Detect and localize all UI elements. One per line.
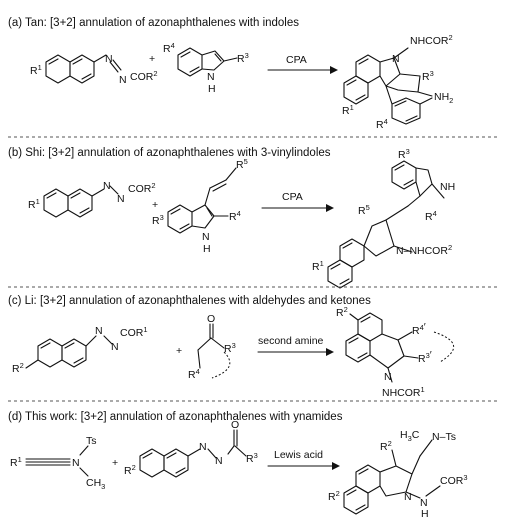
r5-label: R5 <box>358 203 370 217</box>
panel-d-ynamide <box>25 445 89 477</box>
nh-label: N <box>207 71 215 83</box>
h-label: H <box>208 83 216 95</box>
r3-label: R3 <box>224 341 236 355</box>
n-atom: N <box>199 441 207 453</box>
panel-d-title: (d) This work: [3+2] annulation of azona… <box>8 411 343 423</box>
r3-label: R3 <box>398 147 410 161</box>
o-label: O <box>207 313 215 325</box>
r3-label: R3 <box>422 69 434 83</box>
panel-a-product <box>343 47 433 125</box>
r4-label: R4 <box>163 41 175 55</box>
h-label: H <box>203 243 211 255</box>
n-ts-label: N–Ts <box>432 431 456 443</box>
n-atom: N <box>404 491 412 503</box>
ch3-label: CH3 <box>86 477 105 491</box>
n-atom: N <box>384 371 392 383</box>
panel-c-product <box>345 312 454 383</box>
plus-sign: + <box>112 457 118 469</box>
panel-a-title: (a) Tan: [3+2] annulation of azonaphthal… <box>8 17 299 29</box>
cor2-label: COR2 <box>128 181 156 195</box>
n-atom: N <box>119 74 127 86</box>
r1-label: R1 <box>10 455 22 469</box>
plus-sign: + <box>149 53 155 65</box>
r3-label: R3 <box>237 51 249 65</box>
r4-label: R4 <box>425 209 437 223</box>
n-atom: N <box>117 193 125 205</box>
panel-d-product <box>343 439 441 515</box>
panel-c-carbonyl <box>197 323 231 379</box>
arrowhead <box>330 66 338 74</box>
cor3-label: COR3 <box>440 473 468 487</box>
cor1-label: COR1 <box>120 325 148 339</box>
r2-label: R2 <box>328 489 340 503</box>
panel-c-reagent: second amine <box>258 335 324 347</box>
panel-a-azonaphthalene <box>45 54 122 84</box>
o-label: O <box>231 419 239 431</box>
arrowhead <box>326 348 334 356</box>
plus-sign: + <box>176 345 182 357</box>
r5-label: R5 <box>236 157 248 171</box>
panel-d-azonaphthalene <box>139 429 247 478</box>
nhcor1-label: NHCOR1 <box>382 385 425 399</box>
panel-a-indole <box>177 47 238 77</box>
r2-label: R2 <box>124 463 136 477</box>
panel-b-vinylindole <box>167 167 237 234</box>
panel-d-reagent: Lewis acid <box>274 449 323 461</box>
ts-label: Ts <box>86 435 97 447</box>
panel-b-reagent: CPA <box>282 191 303 203</box>
nh2-label: NH2 <box>434 91 453 105</box>
r2-label: R2 <box>380 439 392 453</box>
r2-label: R2 <box>336 305 348 319</box>
r2-label: R2 <box>12 361 24 375</box>
panel-c-azonaphthalene <box>25 335 113 369</box>
arrowhead <box>326 204 334 212</box>
panel-b-product <box>327 160 445 289</box>
r3-label: R3 <box>152 213 164 227</box>
plus-sign: + <box>152 199 158 211</box>
n-atom: N <box>103 180 111 192</box>
n-atom: N <box>111 341 119 353</box>
nhcor2-label: NHCOR2 <box>410 33 453 47</box>
r3-label: R3 <box>246 451 258 465</box>
panel-c-title: (c) Li: [3+2] annulation of azonaphthale… <box>8 295 371 307</box>
r1-label: R1 <box>312 259 324 273</box>
n-atom: N <box>105 53 113 65</box>
panel-b-azonaphthalene <box>43 185 119 218</box>
r4-label: R4′ <box>412 321 426 337</box>
r1-label: R1 <box>28 197 40 211</box>
n-atom: N <box>215 455 223 467</box>
cor2-label: COR2 <box>130 69 158 83</box>
r1-label: R1 <box>30 63 42 77</box>
n-atom: N <box>420 497 428 509</box>
nh-label: NH <box>440 181 455 193</box>
nh-label: N <box>202 231 210 243</box>
n-atom: N <box>72 457 80 469</box>
h3c-label: H3C <box>400 429 420 443</box>
r1-label: R1 <box>342 103 354 117</box>
nhcor2-label: N–NHCOR2 <box>396 243 452 257</box>
n-atom: N <box>95 325 103 337</box>
panel-b-title: (b) Shi: [3+2] annulation of azonaphthal… <box>8 147 331 159</box>
r4-label: R4 <box>188 367 200 381</box>
n-atom: N <box>392 53 400 65</box>
r4-label: R4 <box>229 209 241 223</box>
arrowhead <box>332 462 340 470</box>
h-label: H <box>421 508 429 520</box>
panel-a-reagent: CPA <box>286 54 307 66</box>
r3-label: R3′ <box>418 349 432 365</box>
r4-label: R4 <box>376 117 388 131</box>
